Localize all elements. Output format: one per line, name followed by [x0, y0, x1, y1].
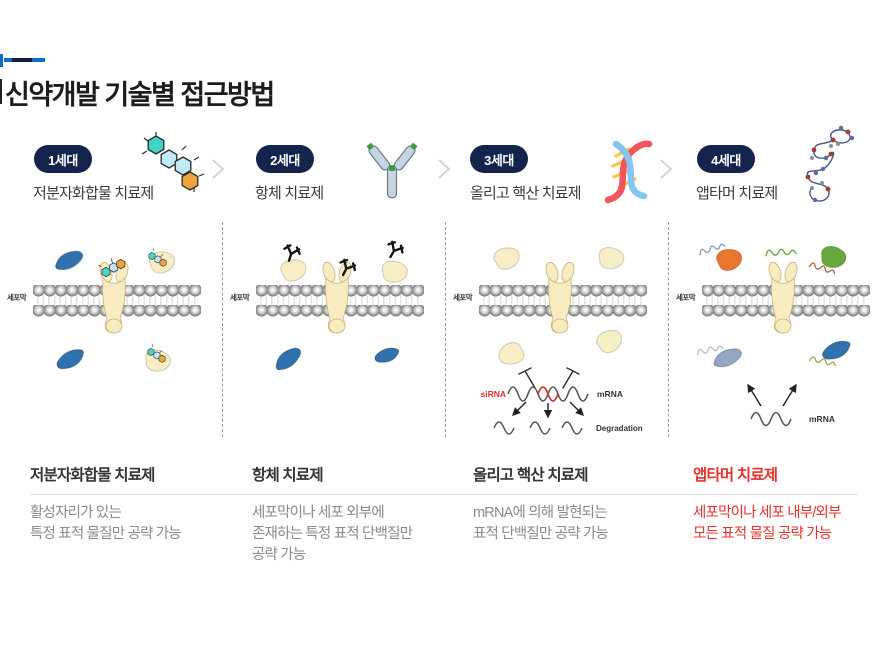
illustration-panels: 세포막 세포막	[0, 222, 891, 437]
detail-body-aptamer: 세포막이나 세포 내부/외부 모든 표적 물질 공략 가능	[693, 505, 841, 542]
panel-3-drawing: siRNA mRNA Degradation	[480, 244, 643, 435]
degradation-arrows	[512, 401, 584, 419]
detail-title-aptamer: 앱타머 치료제	[693, 467, 778, 484]
dna-helix-icon	[604, 140, 653, 204]
panel-antibody: 세포막	[223, 222, 446, 437]
panel-4-drawing: mRNA	[696, 242, 851, 427]
inhibition-t-bars	[518, 367, 580, 389]
panel-1-drawing	[54, 247, 177, 374]
accent-bar-segment	[4, 58, 12, 62]
antigen-blob-with-antibody	[278, 242, 309, 284]
drug-blob-with-molecule	[143, 344, 173, 374]
orange-protein-with-aptamer	[698, 242, 745, 273]
details-divider	[30, 494, 858, 495]
detail-title-oligonucleotide: 올리고 핵산 치료제	[473, 467, 589, 484]
target-protein-shape	[54, 247, 84, 273]
panel-2-drawing	[274, 238, 409, 371]
drug-blob-with-molecule	[147, 248, 177, 275]
generation-3-label: 올리고 핵산 치료제	[470, 185, 582, 202]
membrane-label: 세포막	[453, 293, 473, 302]
protein-blob	[495, 339, 527, 368]
membrane-label: 세포막	[230, 293, 250, 302]
detail-body-antibody: 세포막이나 세포 외부에 존재하는 특정 표적 단백질만 공략 가능	[252, 505, 413, 563]
accent-bar-segment	[12, 58, 32, 62]
mrna-fragments	[493, 421, 583, 435]
mrna-label: mRNA	[597, 389, 623, 399]
generation-4-label: 앱타머 치료제	[696, 185, 778, 202]
generation-3-badge: 3세대	[470, 145, 528, 173]
accent-bar	[4, 58, 45, 62]
cropped-text-sliver	[0, 79, 2, 104]
generation-2-badge: 2세대	[256, 145, 314, 173]
page-title: 신약개발 기술별 접근방법	[5, 80, 275, 110]
sirna-label: siRNA	[480, 389, 506, 399]
receptor-protein	[766, 260, 800, 334]
generation-1-badge: 1세대	[34, 145, 92, 173]
protein-blob	[491, 244, 523, 273]
molecule-icon	[141, 132, 205, 192]
aptamer-icon	[805, 125, 855, 203]
target-protein-shape	[274, 347, 303, 371]
aptamer-on-receptor	[765, 248, 797, 257]
blue-protein-with-aptamer	[809, 337, 851, 369]
mrna-label: mRNA	[809, 414, 835, 424]
mrna-strand	[750, 411, 792, 427]
panel-aptamer: 세포막	[669, 222, 891, 437]
antibody-icon	[366, 142, 418, 199]
chevron-right-icon	[660, 159, 673, 179]
membrane-label: 세포막	[676, 293, 696, 302]
sirna-bound-segment	[537, 386, 559, 402]
generation-4-badge: 4세대	[697, 145, 755, 173]
panel-small-molecule: 세포막	[0, 222, 223, 437]
sirna-mrna-diagram: siRNA mRNA Degradation	[480, 367, 643, 435]
target-protein-shape	[373, 343, 400, 367]
receptor-protein	[320, 260, 354, 334]
gray-protein-with-aptamer	[696, 344, 743, 371]
detail-title-antibody: 항체 치료제	[252, 467, 324, 484]
generation-2-label: 항체 치료제	[255, 185, 324, 202]
detail-title-small-molecule: 저분자화합물 치료제	[30, 467, 155, 484]
generation-1-label: 저분자화합물 치료제	[33, 185, 154, 202]
accent-tick	[0, 54, 3, 67]
receptor-protein	[543, 260, 577, 334]
protein-blob	[596, 245, 626, 272]
translation-arrows	[747, 383, 797, 407]
detail-body-oligonucleotide: mRNA에 의해 발현되는 표적 단백질만 공략 가능	[473, 505, 609, 542]
accent-bar-segment	[32, 58, 45, 62]
membrane-label: 세포막	[7, 293, 27, 302]
degradation-label: Degradation	[596, 424, 643, 433]
target-protein-shape	[56, 347, 85, 372]
detail-body-small-molecule: 활성자리가 있는 특정 표적 물질만 공략 가능	[30, 505, 182, 542]
panel-oligonucleotide: 세포막 siRNA mRNA	[446, 222, 669, 437]
chevron-right-icon	[438, 159, 451, 179]
antigen-blob-with-antibody	[380, 238, 409, 285]
protein-blob	[593, 325, 627, 357]
chevron-right-icon	[212, 159, 225, 179]
green-protein-with-aptamer	[808, 243, 849, 277]
